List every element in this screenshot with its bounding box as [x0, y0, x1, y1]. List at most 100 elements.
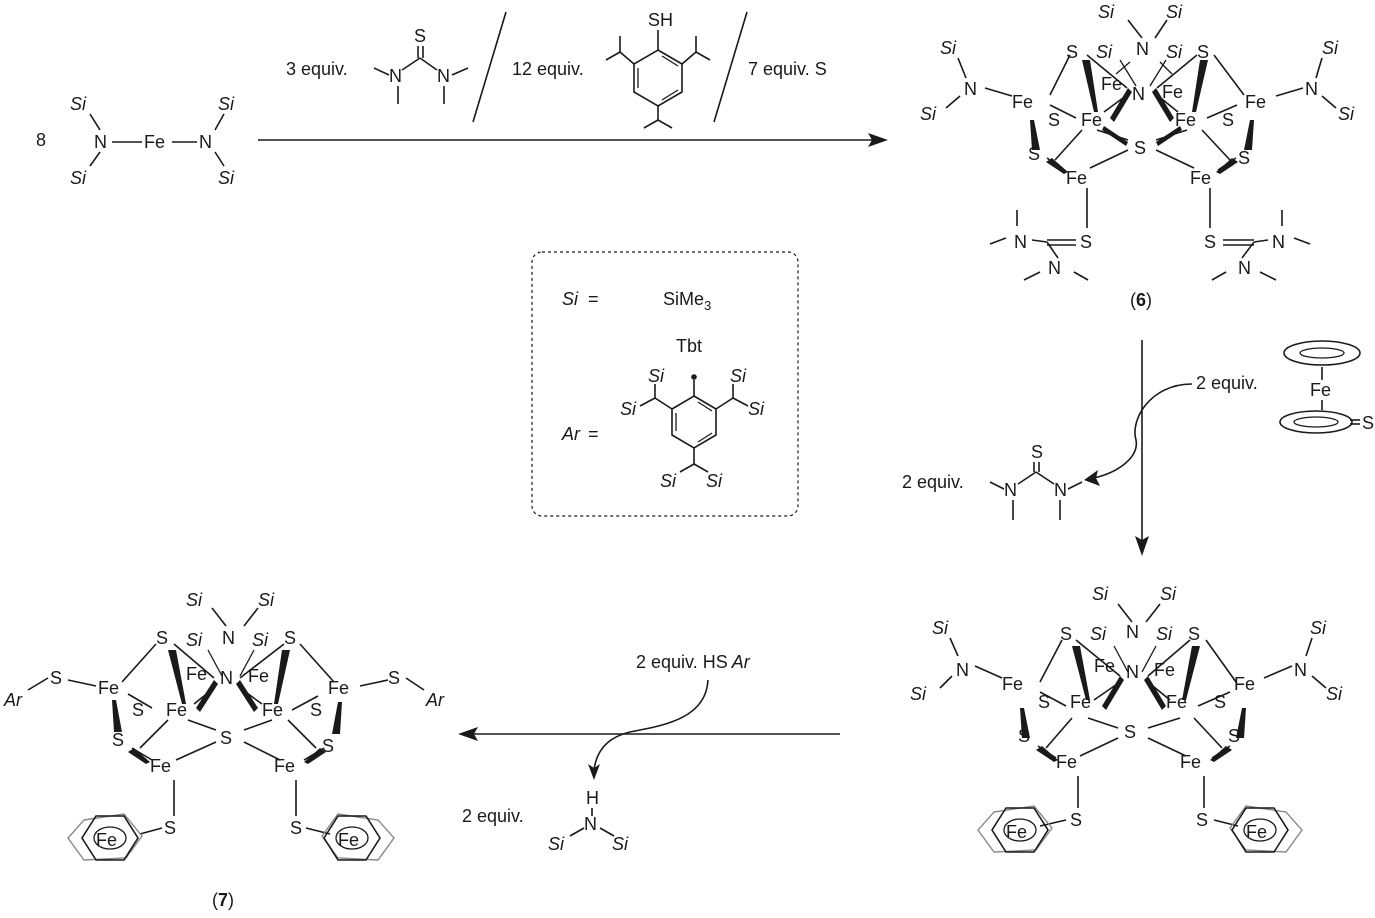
svg-text:S: S — [1080, 232, 1092, 252]
svg-text:S: S — [414, 26, 426, 46]
ferrocenyl-left: Fe — [977, 805, 1053, 853]
svg-text:S: S — [290, 818, 302, 838]
legend-equals: = — [588, 289, 599, 309]
svg-text:Si: Si — [910, 684, 927, 704]
svg-text:Si: Si — [1166, 42, 1183, 62]
svg-text:N: N — [389, 66, 402, 86]
svg-text:Si: Si — [1310, 618, 1327, 638]
svg-text:Fe: Fe — [186, 664, 207, 684]
svg-text:N: N — [584, 814, 597, 834]
svg-text:N: N — [222, 628, 235, 648]
reagent-3-amount: 7 equiv. S — [748, 59, 827, 79]
svg-text:Fe: Fe — [328, 678, 349, 698]
svg-text:Fe: Fe — [96, 830, 117, 850]
svg-text:Fe: Fe — [1190, 168, 1211, 188]
svg-text:N: N — [437, 66, 450, 86]
svg-text:Si: Si — [1090, 624, 1107, 644]
svg-text:N: N — [1126, 622, 1139, 642]
reagent-1-amount: 3 equiv. — [286, 59, 348, 79]
thiourea-byproduct: N N S — [989, 442, 1083, 520]
si-label: Si — [218, 168, 235, 188]
svg-text:Si: Si — [1092, 584, 1109, 604]
compound-7: Fe Fe Si Si N Si Si S S Fe N Fe Fe Fe S … — [3, 590, 445, 910]
svg-text:Fe: Fe — [1154, 660, 1175, 680]
svg-text:S: S — [1196, 810, 1208, 830]
svg-text:Si: Si — [1098, 2, 1115, 22]
svg-text:Fe: Fe — [1180, 752, 1201, 772]
svg-text:Si: Si — [940, 38, 957, 58]
svg-text:N: N — [1294, 660, 1307, 680]
svg-text:S: S — [1204, 232, 1216, 252]
svg-text:S: S — [1028, 144, 1040, 164]
tbt-structure: Si Si Si Si Si Si — [620, 366, 765, 491]
svg-text:Si: Si — [706, 471, 723, 491]
svg-text:Si: Si — [258, 590, 275, 610]
svg-text:S: S — [1031, 442, 1043, 462]
svg-text:Si: Si — [186, 630, 203, 650]
svg-text:S: S — [1238, 148, 1250, 168]
svg-text:Fe: Fe — [262, 700, 283, 720]
svg-text:Fe: Fe — [248, 666, 269, 686]
svg-text:S: S — [132, 700, 144, 720]
svg-text:S: S — [1222, 110, 1234, 130]
svg-text:N: N — [1048, 258, 1061, 278]
compound-6-label: (6) — [1130, 290, 1152, 310]
aryl-thiol-structure: SH — [605, 10, 711, 129]
svg-text:Si: Si — [548, 834, 565, 854]
ferrocenyl-right: Fe — [321, 813, 395, 861]
legend-ar-symbol: Ar — [561, 424, 581, 444]
ferrocene-icon: Fe S — [1279, 340, 1374, 434]
svg-text:Si: Si — [1338, 104, 1355, 124]
svg-text:Si: Si — [252, 630, 269, 650]
svg-text:S: S — [1124, 722, 1136, 742]
svg-text:Si: Si — [660, 471, 677, 491]
svg-text:SH: SH — [648, 10, 673, 30]
svg-text:N: N — [964, 79, 977, 99]
svg-text:N: N — [1054, 480, 1067, 500]
step3-byproduct-amount: 2 equiv. — [462, 806, 524, 826]
svg-text:S: S — [388, 668, 400, 688]
svg-text:N: N — [1126, 662, 1139, 682]
svg-text:Fe: Fe — [1081, 110, 1102, 130]
svg-text:Fe: Fe — [98, 678, 119, 698]
svg-text:Si: Si — [648, 366, 665, 386]
svg-text:N: N — [1136, 39, 1149, 59]
legend-tbt: Tbt — [676, 336, 702, 356]
svg-text:Fe: Fe — [1006, 822, 1027, 842]
svg-text:N: N — [1238, 258, 1251, 278]
svg-text:N: N — [1305, 79, 1318, 99]
step1-arrow — [258, 133, 888, 147]
svg-text:Fe: Fe — [1245, 92, 1266, 112]
svg-text:Si: Si — [1166, 2, 1183, 22]
svg-text:S: S — [1070, 810, 1082, 830]
svg-text:Si: Si — [612, 834, 629, 854]
svg-text:N: N — [1004, 480, 1017, 500]
thiourea-structure: N N S — [373, 26, 469, 104]
legend-equals: = — [588, 424, 599, 444]
svg-text:S: S — [1018, 726, 1030, 746]
svg-text:Fe: Fe — [1101, 74, 1122, 94]
n-label: N — [94, 132, 107, 152]
svg-text:Si: Si — [1096, 42, 1113, 62]
svg-text:Si: Si — [730, 366, 747, 386]
n-label: N — [199, 132, 212, 152]
svg-text:N: N — [1014, 232, 1027, 252]
svg-text:S: S — [1188, 624, 1200, 644]
fe-label: Fe — [144, 132, 165, 152]
svg-text:Fe: Fe — [1310, 380, 1331, 400]
svg-text:S: S — [112, 730, 124, 750]
svg-text:Fe: Fe — [1094, 656, 1115, 676]
svg-text:S: S — [310, 700, 322, 720]
svg-text:S: S — [1214, 692, 1226, 712]
si-label: Si — [218, 94, 235, 114]
svg-text:Fe: Fe — [1066, 168, 1087, 188]
step2-arrow — [1084, 340, 1193, 556]
svg-text:S: S — [284, 628, 296, 648]
svg-text:Si: Si — [920, 104, 937, 124]
compound-6: Si Si N Si Si S S Fe N Fe Fe Fe S S Fe F… — [920, 2, 1355, 310]
svg-text:Si: Si — [932, 618, 949, 638]
svg-text:Fe: Fe — [338, 830, 359, 850]
svg-text:S: S — [220, 728, 232, 748]
